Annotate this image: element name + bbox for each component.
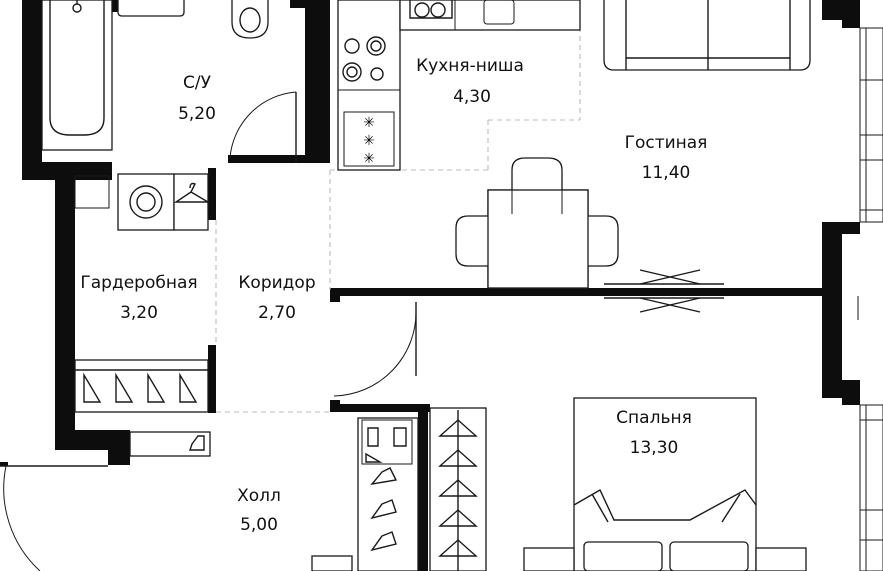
room-label-bathroom: С/У 5,20 [178, 73, 216, 124]
hall-wardrobe [429, 407, 487, 571]
sliding-door [604, 269, 724, 313]
svg-text:✳: ✳ [363, 151, 375, 167]
room-label-living: Гостиная 11,40 [625, 133, 708, 183]
hall-shoe-cabinet [311, 417, 419, 571]
room-name-corridor: Коридор [238, 273, 315, 293]
svg-text:✳: ✳ [363, 133, 375, 149]
bathroom-door [229, 91, 297, 163]
room-name-wardrobe: Гардеробная [80, 273, 197, 293]
svg-text:✳: ✳ [363, 115, 375, 131]
bathtub [41, 0, 113, 151]
dining-table [455, 157, 619, 289]
entrance-door [0, 465, 108, 571]
room-label-kitchen: Кухня-ниша 4,30 [416, 56, 524, 107]
room-name-kitchen: Кухня-ниша [416, 56, 524, 76]
room-name-bathroom: С/У [183, 73, 212, 93]
room-label-bedroom: Спальня 13,30 [616, 408, 692, 458]
room-area-wardrobe: 3,20 [120, 303, 158, 323]
toilet [231, 0, 269, 39]
corridor-door [333, 302, 417, 397]
room-area-corridor: 2,70 [258, 303, 296, 323]
room-area-living: 11,40 [642, 163, 691, 183]
room-area-bedroom: 13,30 [630, 438, 679, 458]
windows [857, 27, 883, 571]
sofa [603, 0, 811, 71]
room-area-hall: 5,00 [240, 515, 278, 535]
room-area-bathroom: 5,20 [178, 104, 216, 124]
washbasin [117, 0, 185, 17]
room-area-kitchen: 4,30 [453, 87, 491, 107]
room-label-wardrobe: Гардеробная 3,20 [80, 273, 197, 323]
hanger-wardrobe [74, 175, 211, 209]
walls [0, 0, 860, 571]
stove [338, 36, 400, 91]
room-name-living: Гостиная [625, 133, 708, 153]
room-label-corridor: Коридор 2,70 [238, 273, 315, 323]
kitchen-counter [337, 0, 581, 171]
room-name-bedroom: Спальня [616, 408, 692, 428]
dishwasher-marks: ✳ ✳ ✳ [363, 115, 375, 167]
sink [409, 0, 453, 19]
room-name-hall: Холл [237, 486, 281, 506]
wardrobe-rail [74, 359, 211, 457]
bed [523, 397, 807, 571]
room-label-hall: Холл 5,00 [237, 486, 281, 535]
